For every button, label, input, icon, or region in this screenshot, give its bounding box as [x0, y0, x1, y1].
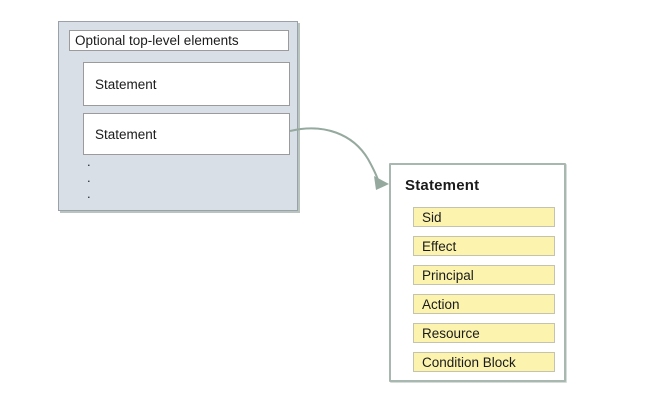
- field-condition-block-label: Condition Block: [422, 354, 516, 370]
- statement-fields-list: Sid Effect Principal Action Resource Con…: [413, 207, 555, 372]
- field-resource: Resource: [413, 323, 555, 343]
- field-principal: Principal: [413, 265, 555, 285]
- flow-arrow-head: [374, 176, 389, 190]
- statement-box-2: Statement: [83, 113, 290, 155]
- field-sid: Sid: [413, 207, 555, 227]
- statement-box-1: Statement: [83, 62, 290, 106]
- field-sid-label: Sid: [422, 209, 442, 225]
- field-action: Action: [413, 294, 555, 314]
- statement-box-2-label: Statement: [95, 126, 157, 142]
- field-effect: Effect: [413, 236, 555, 256]
- statement-box-1-label: Statement: [95, 76, 157, 92]
- field-condition-block: Condition Block: [413, 352, 555, 372]
- field-resource-label: Resource: [422, 325, 480, 341]
- flow-arrow-line: [289, 127, 379, 181]
- field-action-label: Action: [422, 296, 460, 312]
- ellipsis-dot: .: [87, 154, 91, 169]
- policy-document-container: Optional top-level elements Statement St…: [58, 21, 298, 211]
- statement-detail-title: Statement: [405, 177, 480, 194]
- optional-top-level-elements-box: Optional top-level elements: [69, 30, 289, 51]
- ellipsis-dot: .: [87, 186, 91, 201]
- statement-detail-box: Statement Sid Effect Principal Action Re…: [389, 163, 566, 382]
- field-principal-label: Principal: [422, 267, 474, 283]
- optional-top-level-elements-label: Optional top-level elements: [75, 33, 239, 48]
- ellipsis-dot: .: [87, 170, 91, 185]
- ellipsis-dots: . . .: [87, 154, 91, 202]
- field-effect-label: Effect: [422, 238, 457, 254]
